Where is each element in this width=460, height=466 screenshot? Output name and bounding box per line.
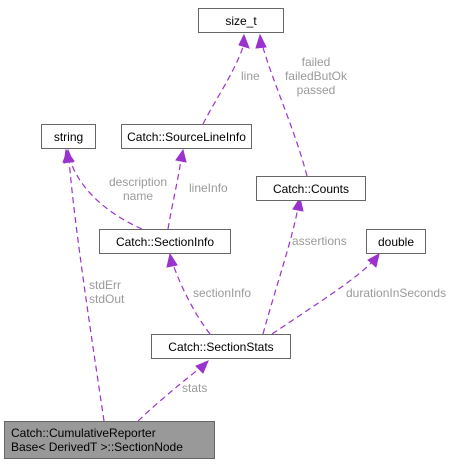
edge-assertions [262, 207, 299, 335]
node-section-node[interactable]: Catch::CumulativeReporter Base< DerivedT… [4, 421, 215, 459]
edge-section-info-arrow [166, 252, 178, 268]
label-line-info: lineInfo [189, 181, 228, 195]
edge-line [202, 43, 245, 125]
node-double[interactable]: double [366, 229, 426, 254]
label-counts-group: failed failedButOk passed [280, 55, 352, 97]
node-source-line-info[interactable]: Catch::SourceLineInfo [121, 124, 252, 149]
edge-counts-arrow [255, 33, 267, 49]
node-counts-label: Catch::Counts [272, 181, 350, 196]
node-size-t[interactable]: size_t [198, 8, 284, 33]
edge-duration-arrow [367, 253, 380, 268]
label-passed: passed [296, 83, 336, 97]
edge-std-err-out [68, 159, 105, 422]
node-section-stats-label: Catch::SectionStats [168, 339, 274, 354]
label-duration-text: durationInSeconds [346, 286, 447, 300]
label-failed-but-ok: failedButOk [284, 69, 348, 83]
node-double-label: double [377, 234, 415, 249]
node-string[interactable]: string [41, 124, 96, 149]
edge-line-info-arrow [175, 148, 187, 163]
edge-std-err-out-arrow [62, 148, 74, 163]
node-section-stats[interactable]: Catch::SectionStats [151, 334, 291, 359]
label-section-info-text: sectionInfo [193, 286, 252, 300]
label-std-out: stdOut [89, 292, 125, 306]
label-failed: failed [301, 55, 331, 69]
label-name: name [122, 189, 154, 203]
node-section-node-line2: Base< DerivedT >::SectionNode [11, 440, 183, 454]
edge-line-info [167, 159, 182, 230]
label-description-name-group: description name [104, 175, 172, 203]
edge-line-arrow [238, 33, 250, 49]
label-section-info: sectionInfo [193, 286, 251, 300]
node-section-info[interactable]: Catch::SectionInfo [99, 229, 231, 254]
node-source-line-info-label: Catch::SourceLineInfo [127, 129, 246, 144]
node-section-node-line1: Catch::CumulativeReporter [11, 426, 156, 440]
label-assertions-text: assertions [292, 234, 347, 248]
edge-counts [261, 43, 308, 177]
label-stats: stats [182, 381, 207, 395]
edge-section-info [172, 263, 211, 335]
label-line: line [241, 69, 260, 83]
label-std-group: stdErr stdOut [89, 278, 124, 306]
node-section-info-label: Catch::SectionInfo [115, 234, 215, 249]
label-line-info-text: lineInfo [189, 181, 228, 195]
node-size-t-label: size_t [225, 13, 257, 28]
edge-duration [271, 261, 373, 335]
node-string-label: string [53, 129, 84, 144]
label-description: description [108, 175, 168, 189]
label-duration: durationInSeconds [346, 286, 446, 300]
edge-stats-arrow [195, 360, 209, 374]
edge-assertions-arrow [292, 196, 304, 212]
edge-stats [137, 367, 201, 422]
label-std-err: stdErr [89, 278, 122, 292]
label-assertions: assertions [292, 234, 347, 248]
label-stats-text: stats [182, 381, 208, 395]
node-counts[interactable]: Catch::Counts [256, 176, 366, 201]
edge-description-name [69, 159, 143, 230]
label-line-text: line [241, 69, 260, 83]
